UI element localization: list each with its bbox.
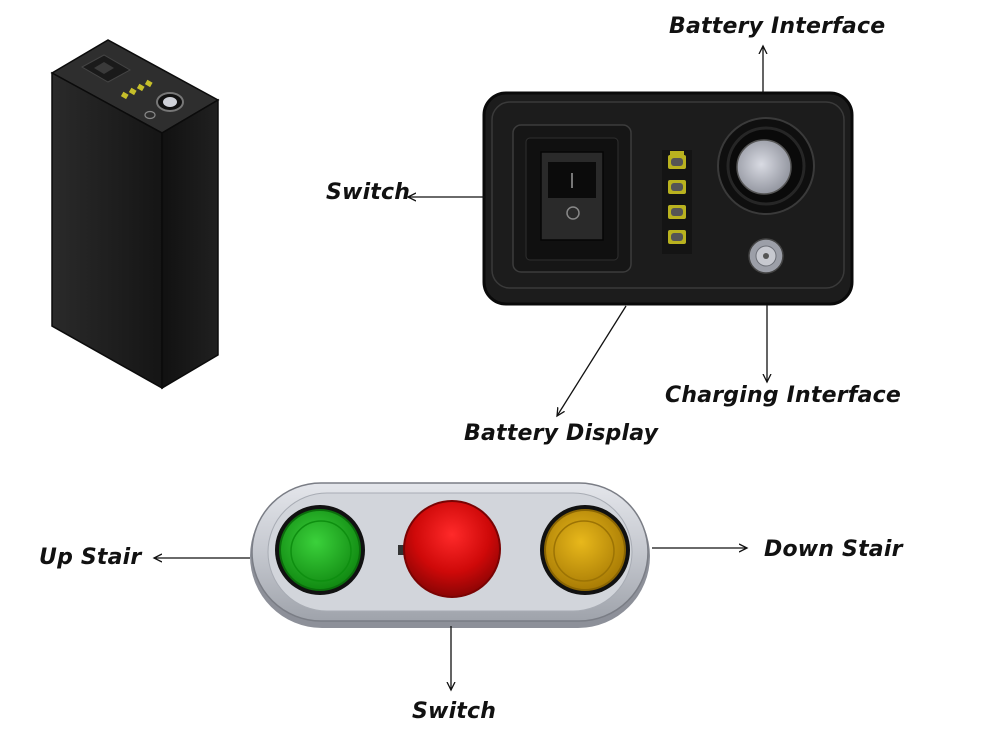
label-up-stair: Up Stair: [39, 545, 142, 570]
stair-controller: [250, 482, 650, 628]
label-charging-interface: Charging Interface: [665, 383, 901, 408]
down-stair-button: [540, 505, 630, 595]
switch-button: [398, 500, 501, 598]
arrow-icon: [557, 305, 627, 416]
circular-port-icon: [717, 117, 815, 215]
label-switch-top: Switch: [326, 180, 411, 205]
battery-front-panel: [482, 91, 854, 306]
label-battery-display: Battery Display: [464, 421, 659, 446]
battery-pack-3d: [50, 39, 220, 390]
label-battery-interface: Battery Interface: [669, 14, 886, 39]
label-switch-bottom: Switch: [412, 699, 497, 724]
label-down-stair: Down Stair: [764, 537, 903, 562]
rocker-switch-icon: [512, 124, 632, 273]
charging-port-icon: [748, 238, 784, 274]
up-stair-button: [275, 505, 365, 595]
battery-led-indicator-icon: [662, 150, 692, 254]
